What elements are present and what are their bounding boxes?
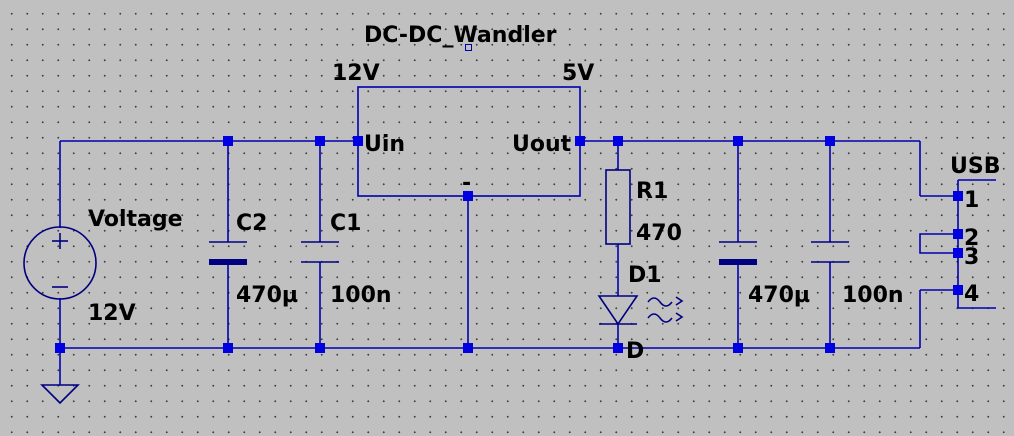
junction-node[interactable] xyxy=(733,136,743,146)
capacitor-c1[interactable]: C1 100n xyxy=(301,211,392,308)
junction-node[interactable] xyxy=(825,343,835,353)
led-d1-name: D1 xyxy=(628,263,662,288)
led-d1-model: D xyxy=(626,339,644,364)
light-emission-icon xyxy=(647,296,684,323)
junction-node[interactable] xyxy=(55,343,65,353)
ground-icon xyxy=(40,384,80,405)
resistor-r1-value: 470 xyxy=(636,221,682,246)
capacitor-c2-value: 470µ xyxy=(236,283,298,308)
usb-pin-3-label: 3 xyxy=(964,245,979,270)
capacitor-c2-plate xyxy=(209,259,247,265)
junction-node[interactable] xyxy=(613,343,623,353)
resistor-r1[interactable]: R1 470 xyxy=(605,169,682,246)
capacitor-c2[interactable]: C2 470µ xyxy=(209,211,298,308)
usb-connector[interactable]: USB 1 2 3 4 xyxy=(950,154,1000,307)
capacitor-c2-name: C2 xyxy=(236,211,267,236)
usb-pin-1-label: 1 xyxy=(964,188,979,213)
subcircuit-anchor xyxy=(465,44,472,51)
pin-label-gnd: - xyxy=(462,171,471,196)
junction-nodes xyxy=(55,136,963,353)
usb-pin-2-label: 2 xyxy=(964,226,979,251)
capacitor-out-470u-plate xyxy=(719,259,757,265)
capacitor-c1-value: 100n xyxy=(330,283,392,308)
capacitor-out-100n-value: 100n xyxy=(842,283,904,308)
junction-node[interactable] xyxy=(315,136,325,146)
resistor-r1-name: R1 xyxy=(636,179,668,204)
voltage-source-name: Voltage xyxy=(88,207,183,232)
capacitor-out-470u-value: 470µ xyxy=(748,283,810,308)
usb-pin-2-node[interactable] xyxy=(953,229,963,239)
capacitor-c1-name: C1 xyxy=(330,211,361,236)
junction-node[interactable] xyxy=(733,343,743,353)
subcircuit-name: DC-DC_Wandler xyxy=(364,23,557,48)
junction-node[interactable] xyxy=(223,136,233,146)
pin-label-uin: Uin xyxy=(364,132,405,157)
voltage-source[interactable]: Voltage 12V xyxy=(23,207,183,326)
voltage-source-value: 12V xyxy=(88,301,136,326)
voltage-source-symbol xyxy=(23,226,97,300)
usb-connector-name: USB xyxy=(950,154,1000,179)
pin-node-gnd[interactable] xyxy=(463,191,473,201)
usb-pin-1-node[interactable] xyxy=(953,191,963,201)
led-d1-triangle xyxy=(597,295,639,326)
capacitor-out-100n[interactable]: 100n xyxy=(811,241,904,308)
junction-node[interactable] xyxy=(825,136,835,146)
capacitor-out-470u[interactable]: 470µ xyxy=(719,241,810,308)
junction-node[interactable] xyxy=(463,343,473,353)
wires xyxy=(59,140,996,385)
led-d1[interactable]: D1 D xyxy=(597,263,684,364)
pin-node-uout[interactable] xyxy=(575,136,585,146)
usb-pin-4-node[interactable] xyxy=(953,285,963,295)
subcircuit-input-voltage: 12V xyxy=(332,61,380,86)
subcircuit-output-voltage: 5V xyxy=(562,61,594,86)
pin-label-uout: Uout xyxy=(512,132,572,157)
junction-node[interactable] xyxy=(223,343,233,353)
dc-dc-converter-block[interactable]: DC-DC_Wandler 12V 5V Uin Uout - xyxy=(332,23,594,197)
junction-node[interactable] xyxy=(315,343,325,353)
resistor-r1-body xyxy=(605,169,631,245)
usb-pin-4-label: 4 xyxy=(964,282,979,307)
pin-node-uin[interactable] xyxy=(353,136,363,146)
junction-node[interactable] xyxy=(613,136,623,146)
usb-pin-3-node[interactable] xyxy=(953,248,963,258)
